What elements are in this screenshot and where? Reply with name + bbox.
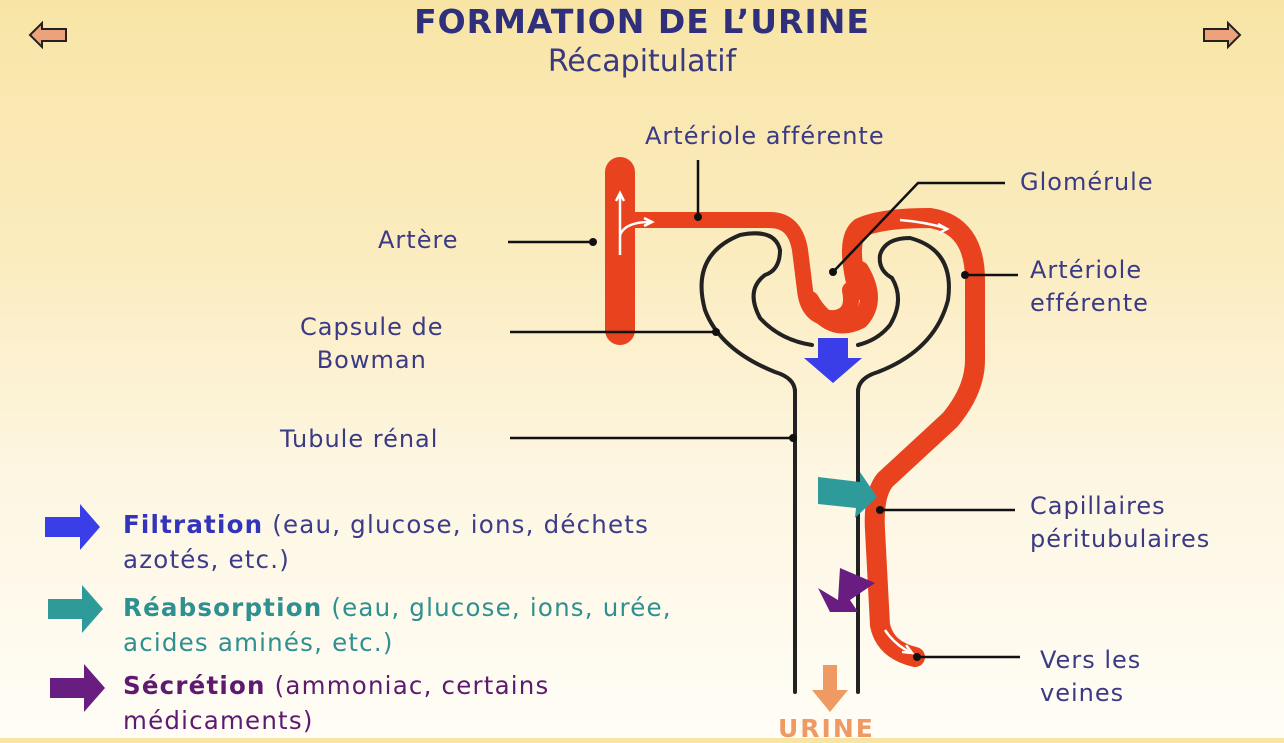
filtration-arrow xyxy=(804,338,862,383)
label-urine: URINE xyxy=(778,714,875,743)
legend-desc: (eau, glucose, ions, urée, acides aminés… xyxy=(123,593,672,657)
label-line: efférente xyxy=(1030,289,1149,317)
legend-reabsorption: Réabsorption (eau, glucose, ions, urée, … xyxy=(123,590,723,660)
reabsorption-arrow xyxy=(818,472,877,518)
leader-dots xyxy=(589,213,969,661)
legend-term: Réabsorption xyxy=(123,593,323,622)
label-tubule-renal: Tubule rénal xyxy=(280,425,439,453)
leader-lines xyxy=(508,160,1020,659)
reabsorption-legend-icon xyxy=(48,585,103,633)
page-title: FORMATION DE L’URINE xyxy=(414,2,870,41)
label-line: Bowman xyxy=(316,346,427,374)
urine-arrow xyxy=(812,665,848,712)
efferent-arteriole xyxy=(841,208,985,667)
legend-term: Sécrétion xyxy=(123,671,266,700)
label-line: veines xyxy=(1040,679,1125,707)
label-vers-les-veines: Vers les veines xyxy=(1040,644,1141,710)
secretion-arrow xyxy=(818,568,875,612)
label-line: Capsule de xyxy=(300,313,444,341)
legend-term: Filtration xyxy=(123,510,264,539)
label-capsule-bowman: Capsule de Bowman xyxy=(300,311,443,377)
previous-button[interactable] xyxy=(28,20,68,50)
legend-desc: (eau, glucose, ions, déchets azotés, etc… xyxy=(123,510,650,574)
label-arteriole-afferente: Artériole afférente xyxy=(645,122,885,150)
filtration-legend-icon xyxy=(45,504,100,550)
right-arrow-icon xyxy=(1203,20,1242,50)
label-arteriole-efferente: Artériole efférente xyxy=(1030,254,1149,320)
legend-desc: (ammoniac, certains médicaments) xyxy=(123,671,550,735)
page-subtitle: Récapitulatif xyxy=(547,44,737,79)
legend-arrows xyxy=(45,504,105,712)
legend-filtration: Filtration (eau, glucose, ions, déchets … xyxy=(123,507,723,577)
label-glomerule: Glomérule xyxy=(1020,168,1154,196)
secretion-legend-icon xyxy=(50,664,105,712)
label-line: Capillaires xyxy=(1030,492,1166,520)
label-artere: Artère xyxy=(378,226,459,254)
label-line: Vers les xyxy=(1040,646,1142,674)
next-button[interactable] xyxy=(1202,20,1242,50)
blood-vessels xyxy=(605,157,985,667)
flow-arrows xyxy=(614,190,950,655)
left-arrow-icon xyxy=(28,20,67,50)
label-capillaires: Capillaires péritubulaires xyxy=(1030,490,1210,556)
legend-secretion: Sécrétion (ammoniac, certains médicament… xyxy=(123,668,723,738)
label-line: péritubulaires xyxy=(1030,525,1211,553)
label-line: Artériole xyxy=(1030,256,1143,284)
